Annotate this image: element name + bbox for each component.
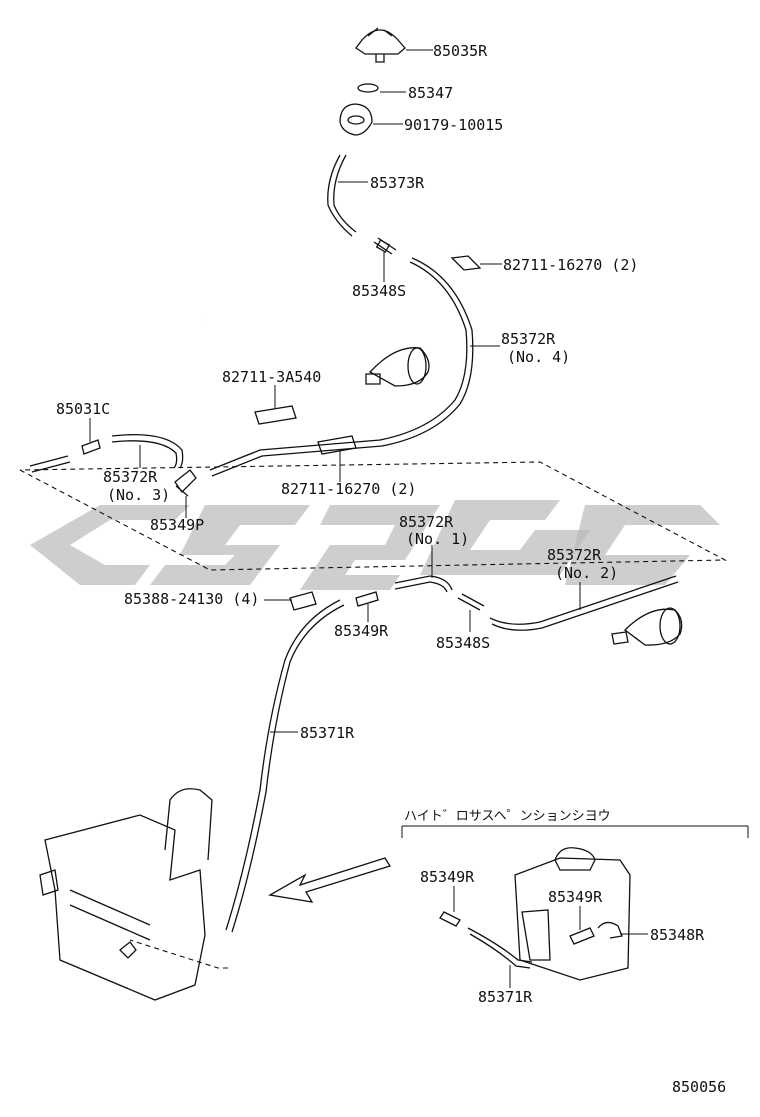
label-joint-lower: 85348S: [436, 634, 490, 652]
variant-valve-right-part: [569, 927, 595, 945]
figure-number: 850056: [672, 1078, 726, 1096]
joint-upper-part: [373, 237, 397, 255]
clamp-lower-left-part: [289, 591, 317, 611]
installation-outline: [19, 461, 728, 969]
variant-hose: [467, 927, 533, 969]
label-joint-upper: 85348S: [352, 282, 406, 300]
label-variant-hose: 85371R: [478, 988, 533, 1006]
label-hose-no3-note: (No. 3): [107, 486, 170, 504]
main-hose: [225, 599, 345, 933]
label-variant-heading: ハイト゛ロサスヘ゜ンションシヨウ: [404, 809, 611, 824]
joint-lower-part: [457, 593, 485, 611]
reservoir-cap-upper-part: [365, 347, 430, 387]
label-upper-hose: 85373R: [370, 174, 425, 192]
check-valve-left-part: [174, 469, 197, 497]
label-hose-no1: 85372R: [399, 513, 454, 531]
label-nozzle-left: 85031C: [56, 400, 110, 418]
washer-reservoir-part: [39, 788, 213, 1001]
hose-no3: [111, 433, 184, 469]
variant-bracket: [401, 825, 749, 838]
label-hose-no2-note: (No. 2): [555, 564, 618, 582]
label-washer-nozzle: 85035R: [433, 42, 488, 60]
variant-arrow: [268, 857, 391, 903]
grommet-part: [339, 103, 373, 136]
label-variant-valve-left: 85349R: [420, 868, 475, 886]
label-nozzle-gasket: 85347: [408, 84, 453, 102]
clamp-upper-right-part: [450, 255, 482, 271]
reservoir-cap-lower-part: [611, 607, 683, 646]
nozzle-gasket-part: [357, 83, 379, 93]
washer-nozzle-part: [355, 27, 406, 63]
hose-no2: [489, 575, 679, 631]
label-hose-no4: 85372R: [501, 330, 556, 348]
watermark-logo: [30, 500, 720, 590]
hose-left-short: [29, 455, 71, 473]
label-hose-no2: 85372R: [547, 546, 602, 564]
label-clamp-center: 82711-3A540: [222, 368, 321, 386]
hose-no4: [209, 257, 474, 477]
hose-no1: [394, 575, 453, 593]
label-check-valve-center: 85349R: [334, 622, 389, 640]
label-clamp-lower-left: 85388-24130 (4): [124, 590, 259, 608]
label-check-valve-left: 85349P: [150, 516, 204, 534]
label-hose-no1-note: (No. 1): [406, 530, 469, 548]
label-variant-joint: 85348R: [650, 926, 705, 944]
label-variant-valve-right: 85349R: [548, 888, 603, 906]
clamp-lower-center-part: [317, 435, 357, 455]
check-valve-center-part: [355, 591, 379, 607]
label-clamp-lower-center: 82711-16270 (2): [281, 480, 416, 498]
label-clamp-upper-right: 82711-16270 (2): [503, 256, 638, 274]
variant-valve-left-part: [439, 911, 461, 927]
upper-hose: [327, 154, 357, 237]
label-hose-no4-note: (No. 4): [507, 348, 570, 366]
label-nozzle-grommet: 90179-10015: [404, 116, 503, 134]
clamp-center-part: [254, 405, 297, 425]
variant-joint-part: [597, 921, 623, 939]
variant-reservoir-part: [514, 847, 631, 981]
label-main-hose: 85371R: [300, 724, 355, 742]
label-hose-no3: 85372R: [103, 468, 158, 486]
nozzle-left-part: [81, 439, 101, 455]
